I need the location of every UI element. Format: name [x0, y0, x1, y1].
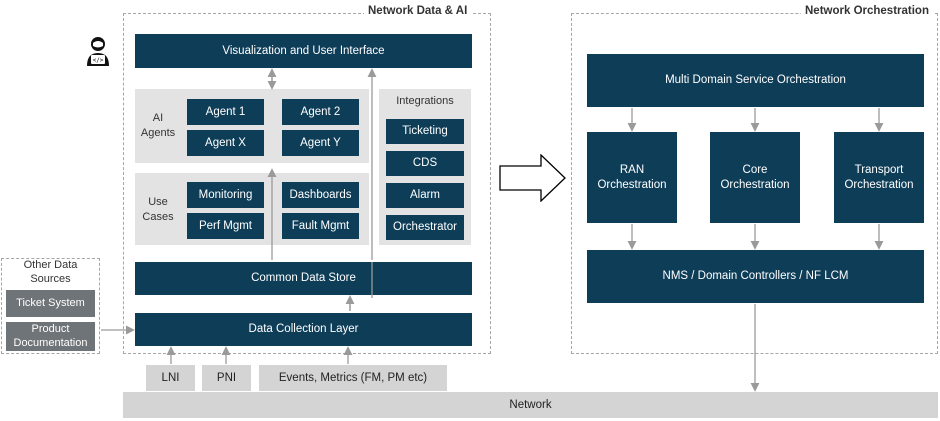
dashboards-box: Dashboards	[282, 182, 359, 208]
common-data-store-box: Common Data Store	[135, 262, 472, 295]
nms-domain-controllers-box: NMS / Domain Controllers / NF LCM	[587, 250, 924, 303]
ran-orchestration-box: RAN Orchestration	[587, 132, 677, 223]
product-documentation-line2: Documentation	[13, 336, 88, 349]
cds-box: CDS	[386, 151, 464, 176]
core-line2: Orchestration	[720, 178, 790, 191]
agent-2-box: Agent 2	[282, 99, 359, 125]
ran-line2: Orchestration	[597, 178, 667, 191]
svg-text:</>: </>	[93, 57, 104, 64]
product-documentation-box: Product Documentation	[6, 322, 95, 351]
other-data-sources-title: Other Data Sources	[1, 259, 100, 287]
ai-agents-label-line1: AI	[152, 112, 164, 125]
perf-mgmt-box: Perf Mgmt	[187, 213, 264, 239]
other-data-sources-title-line2: Sources	[30, 273, 71, 285]
pni-box: PNI	[202, 365, 251, 391]
events-metrics-box: Events, Metrics (FM, PM etc)	[259, 365, 447, 391]
orchestrator-box: Orchestrator	[386, 215, 464, 240]
fault-mgmt-box: Fault Mgmt	[282, 213, 359, 239]
ai-agents-label: AI Agents	[136, 110, 180, 142]
ai-agents-label-line2: Agents	[140, 127, 176, 139]
ran-line1: RAN	[619, 163, 645, 176]
network-bar: Network	[123, 392, 938, 418]
data-collection-layer-box: Data Collection Layer	[135, 313, 472, 346]
developer-user-icon: </>	[84, 35, 112, 67]
transport-line1: Transport	[854, 163, 904, 176]
use-cases-label-line2: Cases	[142, 211, 174, 223]
other-data-sources-container	[1, 258, 100, 354]
mdso-box: Multi Domain Service Orchestration	[587, 54, 924, 107]
core-orchestration-box: Core Orchestration	[710, 132, 800, 223]
core-line1: Core	[742, 163, 768, 176]
monitoring-box: Monitoring	[187, 182, 264, 208]
network-orchestration-title: Network Orchestration	[801, 5, 933, 17]
network-data-ai-container	[123, 13, 491, 354]
use-cases-label-line1: Use	[148, 196, 168, 209]
agent-x-box: Agent X	[187, 130, 264, 156]
agent-1-box: Agent 1	[187, 99, 264, 125]
agent-y-box: Agent Y	[282, 130, 359, 156]
product-documentation-line1: Product	[31, 322, 70, 335]
flow-arrow-icon	[499, 153, 567, 203]
transport-line2: Orchestration	[844, 178, 914, 191]
visualization-ui-box: Visualization and User Interface	[135, 34, 472, 68]
ticketing-box: Ticketing	[386, 119, 464, 144]
transport-orchestration-box: Transport Orchestration	[834, 132, 924, 223]
alarm-box: Alarm	[386, 183, 464, 208]
lni-box: LNI	[146, 365, 195, 391]
integrations-title: Integrations	[396, 94, 454, 107]
use-cases-label: Use Cases	[136, 194, 180, 226]
other-data-sources-title-line1: Other Data	[23, 259, 78, 272]
network-data-ai-title: Network Data & AI	[364, 5, 472, 17]
ticket-system-box: Ticket System	[6, 290, 95, 317]
